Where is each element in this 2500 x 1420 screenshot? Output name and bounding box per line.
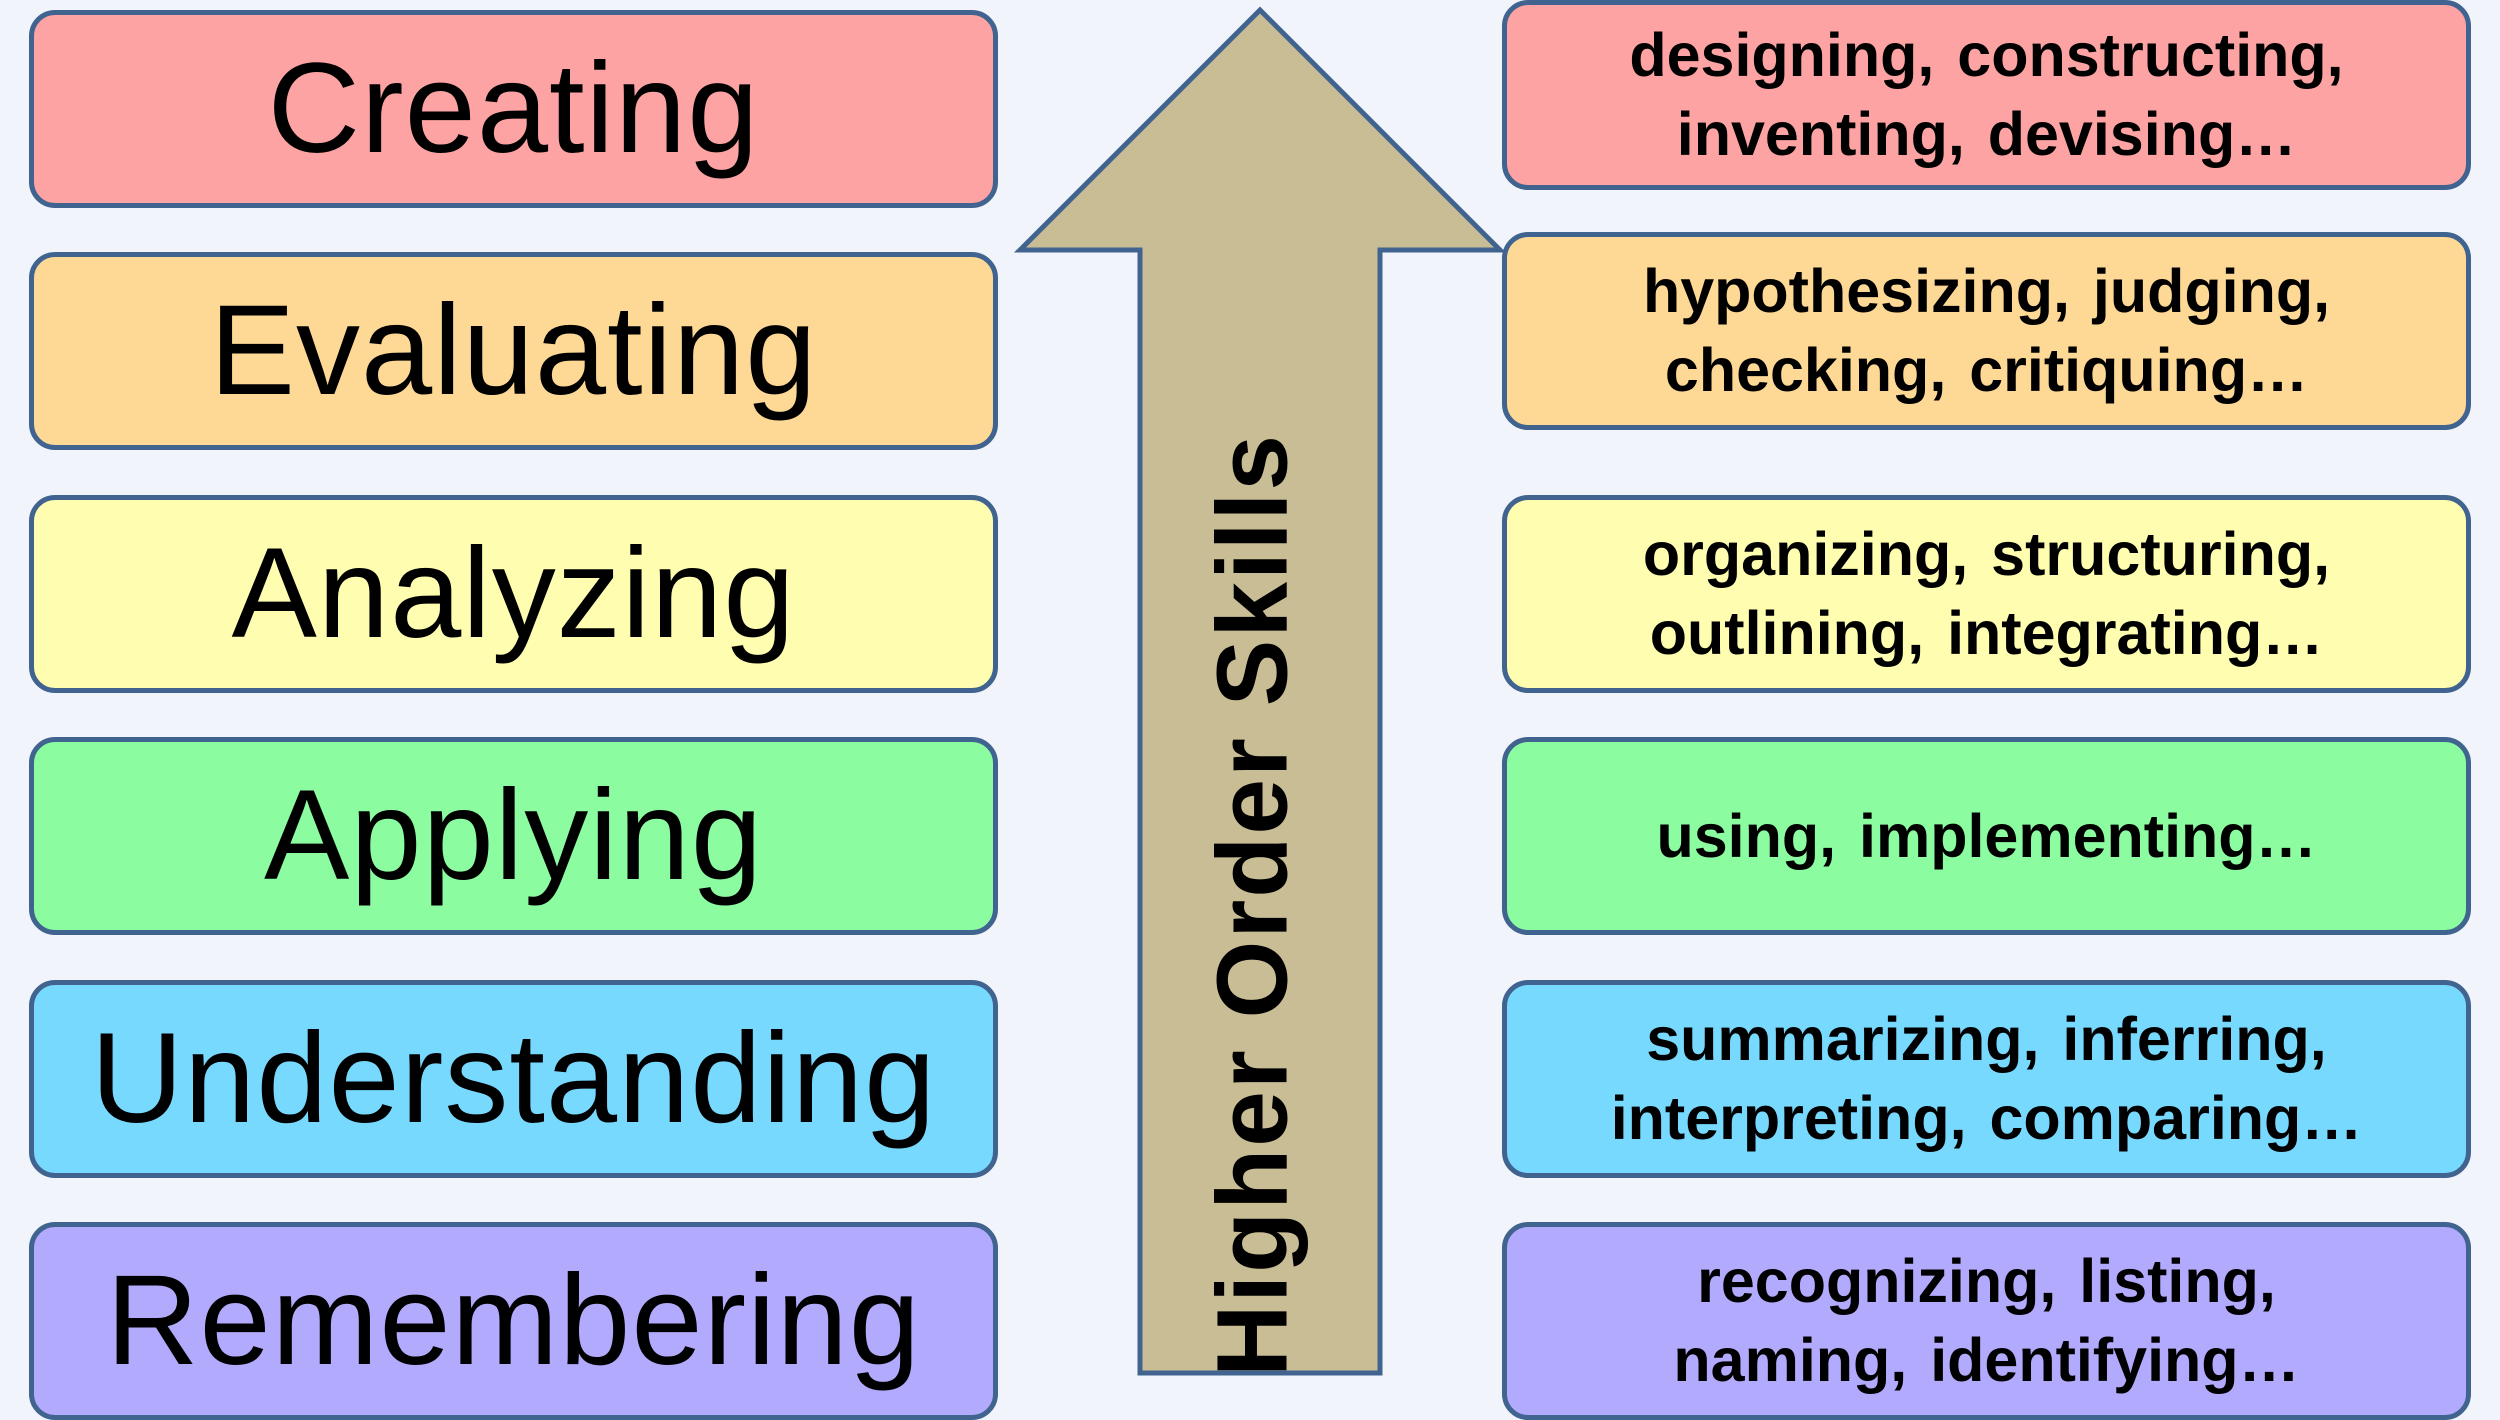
verbs-box-understanding: summarizing, inferring, interpreting, co… xyxy=(1502,980,2471,1178)
verbs-line: naming, identifying… xyxy=(1673,1326,2300,1394)
verbs-line: interpreting, comparing… xyxy=(1610,1084,2363,1152)
verbs-text: organizing, structuring, outlining, inte… xyxy=(1643,515,2330,673)
level-analyzing: Analyzing xyxy=(29,495,998,693)
verbs-box-remembering: recognizing, listing, naming, identifyin… xyxy=(1502,1222,2471,1420)
level-remembering: Remembering xyxy=(29,1222,998,1420)
arrow-shape xyxy=(1013,6,1507,1376)
verbs-text: designing, constructing, inventing, devi… xyxy=(1629,16,2343,174)
arrow-label: Higher Order Skills xyxy=(1196,433,1308,1377)
verbs-line: hypothesizing, judging, xyxy=(1642,257,2331,325)
level-label: Remembering xyxy=(106,1249,921,1392)
level-creating: Creating xyxy=(29,10,998,208)
verbs-line: outlining, integrating… xyxy=(1649,599,2324,667)
verbs-box-analyzing: organizing, structuring, outlining, inte… xyxy=(1502,495,2471,693)
level-label: Understanding xyxy=(90,1007,937,1150)
verbs-line: recognizing, listing, xyxy=(1697,1247,2276,1315)
level-label: Analyzing xyxy=(231,522,796,665)
verbs-line: checking, critiquing… xyxy=(1664,336,2309,404)
level-label: Applying xyxy=(264,764,763,907)
verbs-line: organizing, structuring, xyxy=(1642,520,2331,588)
higher-order-skills-arrow: Higher Order Skills xyxy=(1013,6,1507,1377)
verbs-box-creating: designing, constructing, inventing, devi… xyxy=(1502,0,2471,190)
verbs-text: recognizing, listing, naming, identifyin… xyxy=(1673,1242,2299,1400)
verbs-text: hypothesizing, judging, checking, critiq… xyxy=(1643,252,2330,410)
verbs-box-evaluating: hypothesizing, judging, checking, critiq… xyxy=(1502,232,2471,430)
level-label: Evaluating xyxy=(209,279,818,422)
level-evaluating: Evaluating xyxy=(29,252,998,450)
verbs-text: using, implementing… xyxy=(1656,797,2316,876)
verbs-line: inventing, devising… xyxy=(1676,100,2297,168)
level-label: Creating xyxy=(267,37,760,180)
verbs-line: summarizing, inferring, xyxy=(1646,1005,2327,1073)
level-applying: Applying xyxy=(29,737,998,935)
verbs-text: summarizing, inferring, interpreting, co… xyxy=(1611,1000,2363,1158)
level-understanding: Understanding xyxy=(29,980,998,1178)
verbs-line: using, implementing… xyxy=(1656,801,2317,870)
verbs-line: designing, constructing, xyxy=(1629,21,2344,89)
verbs-box-applying: using, implementing… xyxy=(1502,737,2471,935)
